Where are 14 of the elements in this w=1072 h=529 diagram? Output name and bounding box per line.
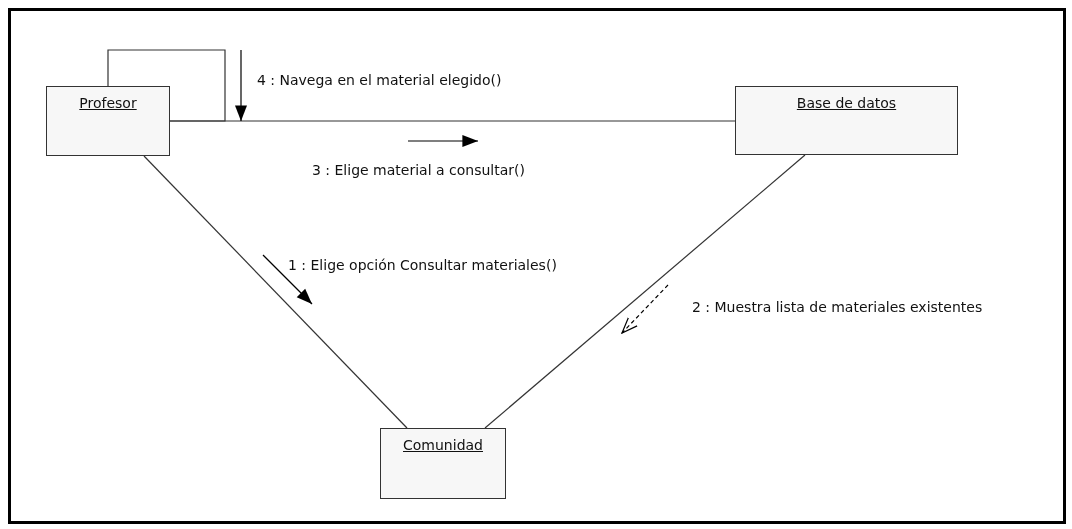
message-label: 4 : Navega en el material elegido() (257, 71, 502, 90)
object-name: Base de datos (796, 94, 897, 113)
link-line (169, 120, 736, 122)
object-box (380, 428, 506, 499)
message-label: 3 : Elige material a consultar() (312, 161, 525, 180)
object-box (735, 86, 958, 155)
object-name: Comunidad (403, 436, 483, 455)
link-line (484, 154, 806, 429)
object-box (46, 86, 170, 156)
message-label: 2 : Muestra lista de materiales existentes (692, 298, 983, 317)
message-label: 1 : Elige opción Consultar materiales() (288, 256, 557, 275)
link-line (107, 49, 226, 122)
object-name: Profesor (79, 94, 137, 113)
link-line (143, 155, 408, 429)
